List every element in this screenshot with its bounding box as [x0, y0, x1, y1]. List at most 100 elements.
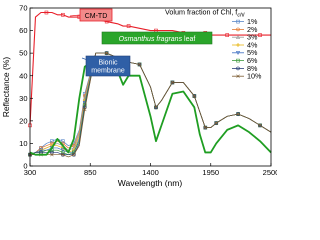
- series-chl-8pct: [28, 51, 272, 157]
- series-point: [61, 139, 65, 143]
- y-tick-label: 70: [19, 4, 27, 13]
- series-cm-td: [28, 10, 271, 128]
- legend-title-subscript: chl: [237, 13, 245, 19]
- legend-marker: [236, 58, 240, 63]
- legend-marker: [236, 50, 240, 55]
- series-point: [39, 146, 43, 150]
- y-tick-label: 50: [19, 49, 27, 58]
- series-point: [154, 105, 158, 110]
- y-tick-label: 10: [19, 139, 27, 148]
- annotation-bionic-word: membrane: [91, 68, 125, 75]
- series-point: [258, 123, 262, 128]
- legend-entry: 4%: [232, 40, 258, 49]
- series-point: [61, 153, 65, 157]
- legend-label: 5%: [247, 48, 258, 57]
- x-tick-label: 1950: [202, 168, 219, 177]
- series-point: [72, 152, 76, 157]
- legend-label: 4%: [247, 40, 258, 49]
- annotation-bionic-word: Bionic: [98, 60, 118, 67]
- series-point: [236, 112, 240, 116]
- series-point: [83, 107, 87, 112]
- series-point: [50, 141, 54, 146]
- legend-marker: [236, 74, 240, 78]
- annotation-leaf-suffix: leaf: [184, 36, 195, 43]
- series-point: [192, 94, 197, 98]
- series-chl-6pct: [28, 51, 272, 157]
- annotation-bionic-box: [85, 55, 131, 77]
- series-chl-10pct: [28, 51, 272, 158]
- legend-marker: [236, 27, 240, 32]
- y-tick-label: 30: [19, 94, 27, 103]
- series-point: [61, 150, 65, 155]
- legend-entry: 8%: [232, 64, 258, 73]
- legend-label: 6%: [247, 56, 258, 65]
- legend-entry: 5%: [232, 48, 258, 57]
- y-tick-label: 0: [23, 162, 27, 171]
- x-tick-label: 850: [84, 168, 97, 177]
- series-chl-3pct: [28, 50, 272, 157]
- legend-marker: [236, 19, 240, 24]
- series-point: [192, 94, 197, 98]
- series-point: [258, 33, 262, 37]
- legend-title: Volum fraction of Chl, fchl: [165, 8, 245, 19]
- annotation-cmtd-pointer: [69, 14, 81, 17]
- series-lines: [28, 10, 272, 158]
- series-point: [44, 10, 49, 15]
- annotation-leaf: Osmanthus fragrans leaf: [101, 31, 213, 45]
- legend-entry: 3%: [232, 33, 258, 42]
- y-tick-label: 20: [19, 116, 27, 125]
- annotation-leaf-box: [101, 31, 213, 45]
- annotation-leaf-species: Osmanthus fragrans: [119, 36, 183, 43]
- annotation-leaf-label: Osmanthus fragrans leaf: [119, 36, 196, 43]
- legend-marker: [236, 66, 240, 71]
- series-point: [225, 33, 229, 37]
- y-axis-label: Reflectance (%): [1, 57, 11, 118]
- legend-label: 3%: [247, 33, 258, 42]
- series-point: [72, 153, 76, 157]
- legend-marker: [236, 43, 240, 47]
- legend-entry: 2%: [232, 25, 258, 34]
- series-point: [137, 62, 142, 67]
- y-tick-label: 40: [19, 71, 27, 80]
- legend-entry: 1%: [232, 17, 258, 26]
- x-tick-label: 300: [24, 168, 37, 177]
- series-point: [203, 125, 207, 130]
- legend-entry: 6%: [232, 56, 258, 65]
- series-point: [50, 150, 54, 155]
- series-chl-2pct: [28, 51, 272, 157]
- series-point: [104, 51, 109, 55]
- legend-label: 8%: [247, 64, 258, 73]
- series-chl-5pct: [28, 51, 272, 157]
- series-point: [60, 148, 65, 153]
- axis-ticks: 300850140019502500010203040506070: [19, 4, 277, 177]
- legend: 1%2%3%4%5%6%8%10%: [232, 17, 262, 81]
- annotation-cmtd-label: CM-TD: [85, 13, 108, 20]
- series-point: [214, 121, 218, 125]
- legend-marker: [236, 35, 240, 40]
- series-point: [50, 139, 54, 143]
- x-axis-label: Wavelength (nm): [118, 178, 183, 188]
- x-tick-label: 1400: [142, 168, 159, 177]
- series-point: [170, 80, 175, 85]
- series-point: [258, 123, 262, 128]
- series-osmanthus-fragrans-leaf: [29, 59, 272, 156]
- legend-title-main: Volum fraction of Chl, f: [165, 8, 237, 17]
- annotation-cmtd-box: [79, 8, 113, 22]
- series-point: [50, 153, 54, 157]
- legend-label: 10%: [247, 72, 262, 81]
- series-chl-4pct: [28, 51, 272, 157]
- reflectance-chart: 300850140019502500010203040506070 Wavele…: [1, 4, 277, 188]
- series-chl-1pct: [28, 51, 272, 157]
- series-point: [61, 12, 65, 17]
- series-point: [38, 148, 43, 153]
- series-point: [154, 105, 158, 110]
- annotation-cmtd: CM-TD: [69, 8, 113, 22]
- series-point: [126, 24, 131, 28]
- legend-label: 2%: [247, 25, 258, 34]
- legend-label: 1%: [247, 17, 258, 26]
- series-line: [29, 59, 272, 156]
- legend-entry: 10%: [232, 72, 262, 81]
- series-line: [29, 11, 271, 126]
